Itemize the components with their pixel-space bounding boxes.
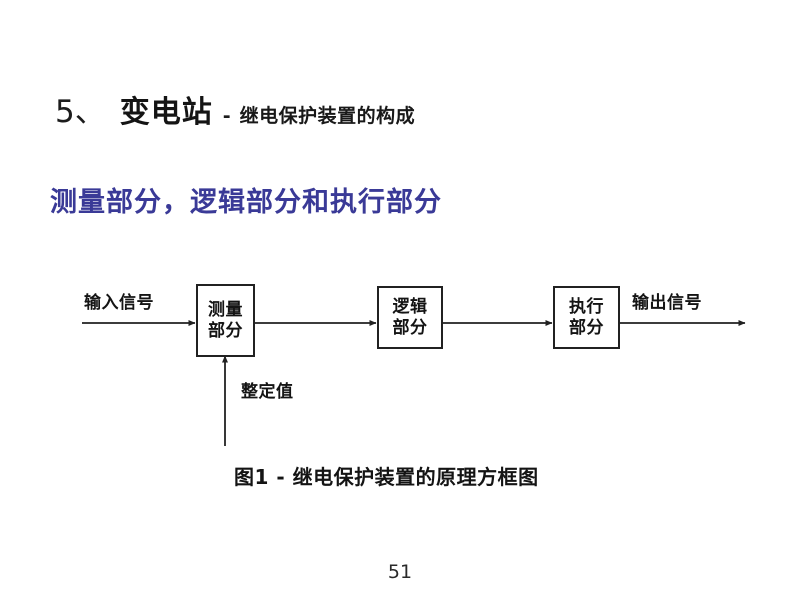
title-main-text: 变电站 — [119, 95, 213, 130]
block-logic-line2: 部分 — [392, 317, 428, 338]
block-logic-line1: 逻辑 — [392, 296, 428, 317]
title-number: 5、 — [55, 94, 106, 130]
title-dash: - — [222, 105, 231, 127]
page-number: 51 — [387, 561, 413, 583]
figure-caption: 图1 - 继电保护装置的原理方框图 — [234, 465, 539, 489]
block-logic[interactable]: 逻辑 部分 — [377, 286, 443, 349]
block-execution-line2: 部分 — [569, 317, 604, 338]
block-measurement-line1: 测量 — [208, 299, 243, 320]
block-measurement-line2: 部分 — [208, 320, 243, 341]
block-measurement[interactable]: 测量 部分 — [196, 284, 255, 357]
label-output-signal: 输出信号 — [632, 293, 702, 313]
block-execution-line1: 执行 — [569, 296, 604, 317]
title-subtitle-text: 继电保护装置的构成 — [239, 105, 416, 127]
page-title: 5、 变电站 - 继电保护装置的构成 — [55, 86, 415, 131]
label-input-signal: 输入信号 — [84, 293, 154, 313]
block-execution[interactable]: 执行 部分 — [553, 286, 620, 349]
label-setting-value: 整定值 — [241, 382, 294, 402]
section-subtitle: 测量部分，逻辑部分和执行部分 — [50, 187, 442, 218]
